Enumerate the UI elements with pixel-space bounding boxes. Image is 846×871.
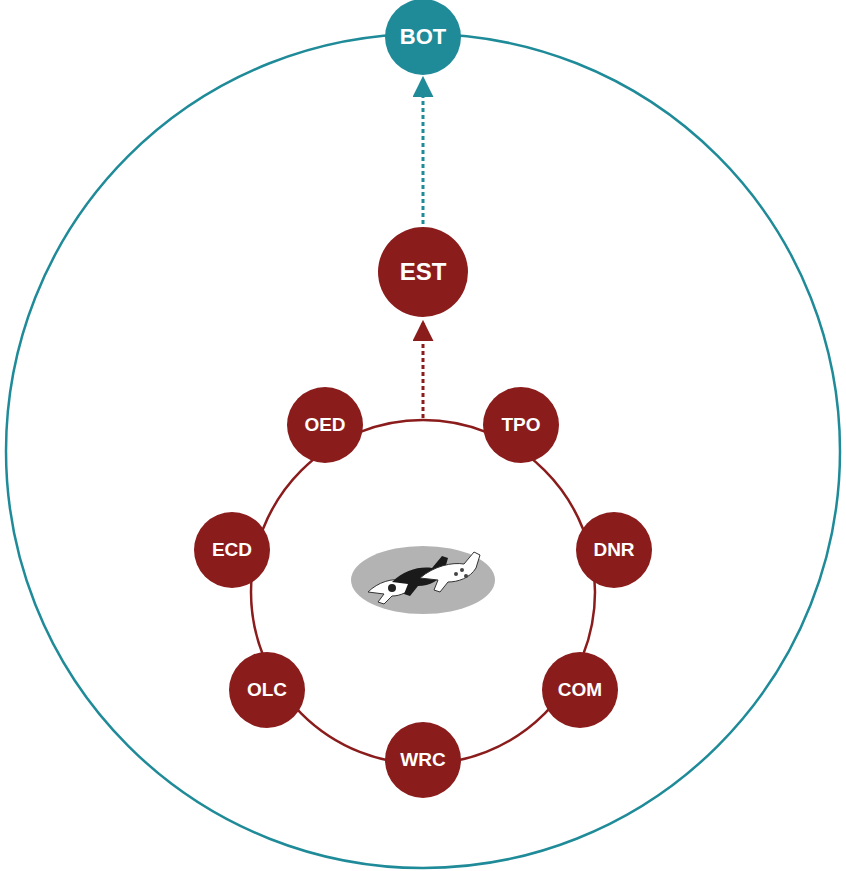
outer-circle [6,34,840,868]
board-circle: BOT [385,0,461,75]
node-label: OED [304,415,345,436]
node-label: DNR [593,540,634,561]
unit-circle: ECD [194,512,270,588]
node-label: ECD [212,540,252,561]
ring-arrow [422,322,425,418]
unit-circle: COM [542,652,618,728]
dotted-arrow [422,78,425,224]
node-label: COM [558,680,602,701]
unit-circle: OLC [229,652,305,728]
unit-circle: WRC [385,722,461,798]
unit-circle: DNR [576,512,652,588]
horse-logo [351,546,495,614]
node-label: TPO [501,415,540,436]
unit-circle: TPO [483,387,559,463]
inner-ring [251,420,595,764]
unit-circle: OED [287,387,363,463]
node-label: EST [400,259,447,285]
unit-circle: EST [378,227,468,317]
node-label: OLC [247,680,287,701]
node-label: WRC [400,750,445,771]
node-label: BOT [400,25,446,49]
